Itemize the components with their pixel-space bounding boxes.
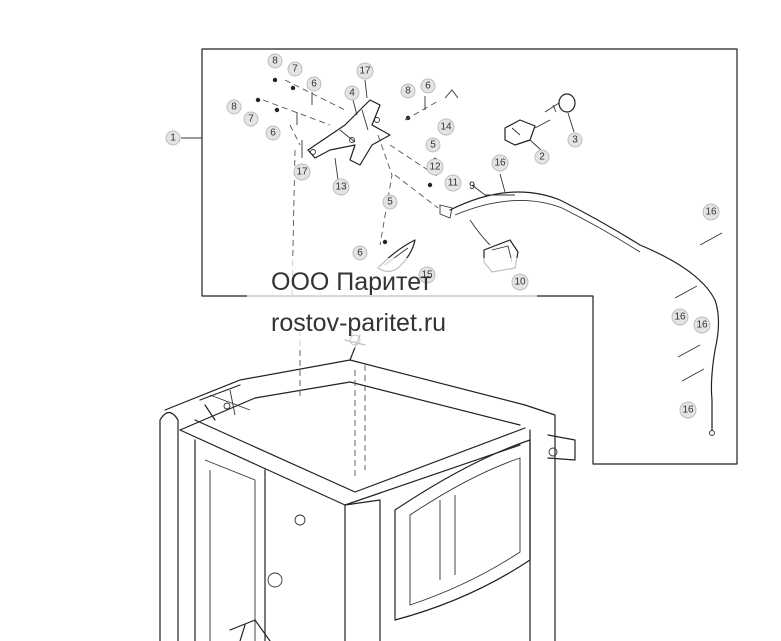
svg-text:3: 3 [572,135,578,146]
callout-16e: 16 [679,401,697,419]
fasteners [255,77,459,245]
svg-text:6: 6 [270,128,276,139]
mounting-bracket [307,99,391,166]
svg-text:17: 17 [296,167,308,178]
cable-ties [674,232,723,382]
svg-text:11: 11 [448,178,459,189]
watermark-company: ООО Паритет [271,268,432,296]
callout-9: 9 [469,180,475,192]
connector-plug [544,93,576,113]
svg-text:8: 8 [272,56,278,67]
callout-6a: 6 [306,76,322,92]
callout-11: 11 [444,174,462,192]
svg-text:2: 2 [539,152,545,163]
callout-14: 14 [437,118,455,136]
svg-text:9: 9 [469,180,475,192]
callout-6c: 6 [265,125,281,141]
svg-text:5: 5 [387,197,393,208]
svg-text:17: 17 [359,66,371,77]
callout-5b: 5 [382,194,398,210]
svg-text:7: 7 [248,114,254,125]
svg-text:13: 13 [335,182,347,193]
svg-text:16: 16 [682,405,694,416]
callout-4: 4 [344,85,360,101]
callout-16d: 16 [693,316,711,334]
svg-text:10: 10 [514,277,526,288]
callout-8c: 8 [400,83,416,99]
svg-text:16: 16 [674,312,686,323]
callout-6b: 6 [420,78,436,94]
svg-text:7: 7 [292,64,298,75]
callout-10: 10 [511,273,529,291]
sensor-part [504,119,551,146]
svg-text:6: 6 [425,81,431,92]
callout-5a: 5 [425,137,441,153]
svg-text:8: 8 [231,102,237,113]
callout-7b: 7 [243,111,259,127]
callout-8b: 8 [226,99,242,115]
callout-6d: 6 [352,245,368,261]
callout-15: 15 [418,266,436,284]
callout-1: 1 [165,130,181,146]
svg-text:6: 6 [311,79,317,90]
leader-lines [352,79,575,196]
callout-13: 13 [332,178,350,196]
callout-16b: 16 [702,203,720,221]
svg-text:8: 8 [405,86,411,97]
watermark-band [247,258,537,348]
callout-7a: 7 [287,61,303,77]
callout-12: 12 [426,158,444,176]
svg-text:1: 1 [170,133,176,144]
svg-text:14: 14 [440,122,452,133]
callout-17a: 17 [356,62,374,80]
callout-3: 3 [567,132,583,148]
svg-text:12: 12 [429,162,441,173]
svg-text:16: 16 [705,207,717,218]
callout-17b: 17 [293,163,311,181]
svg-text:4: 4 [349,88,355,99]
svg-text:16: 16 [494,158,506,169]
cab-frame [159,330,576,641]
watermark-site: rostov-paritet.ru [271,309,447,337]
svg-text:16: 16 [696,320,708,331]
callout-8a: 8 [267,53,283,69]
callout-2: 2 [534,149,550,165]
svg-text:5: 5 [430,140,436,151]
wiring-harness [439,191,720,436]
svg-text:6: 6 [357,248,363,259]
svg-text:15: 15 [421,270,433,281]
callout-16a: 16 [491,154,509,172]
detail-frame [201,48,738,465]
callout-16c: 16 [671,308,689,326]
